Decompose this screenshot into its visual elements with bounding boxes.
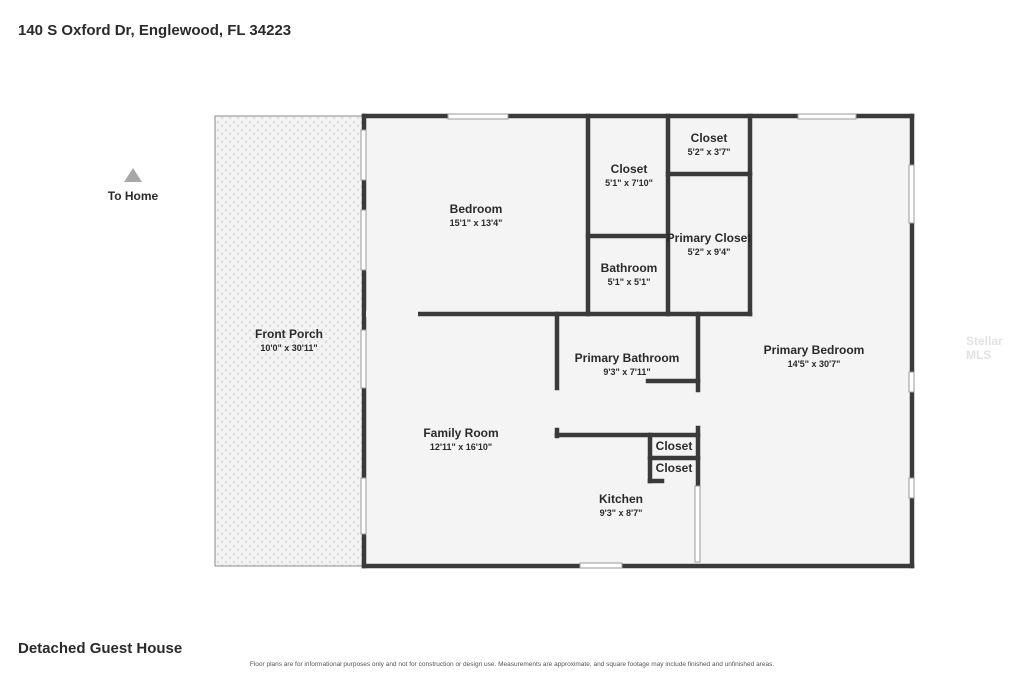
front-porch-area: [214, 115, 364, 567]
room-dims-primary-bedroom: 14'5" x 30'7": [788, 359, 841, 369]
room-dims-closet-top: 5'2" x 3'7": [688, 147, 731, 157]
triangle-up-icon: [124, 168, 142, 182]
room-dims-kitchen: 9'3" x 8'7": [600, 508, 643, 518]
room-name-closet-center: Closet: [611, 162, 648, 176]
room-name-closet-small-1: Closet: [656, 439, 693, 453]
room-name-bathroom: Bathroom: [601, 261, 658, 275]
room-dims-family-room: 12'11" x 16'10": [430, 442, 492, 452]
windows: [360, 113, 915, 569]
room-name-kitchen: Kitchen: [599, 492, 643, 506]
room-name-primary-closet: Primary Closet: [667, 231, 752, 245]
disclaimer-text: Floor plans are for informational purpos…: [249, 661, 775, 668]
room-dims-closet-center: 5'1" x 7'10": [605, 178, 653, 188]
room-name-family-room: Family Room: [423, 426, 498, 440]
room-dims-primary-bathroom: 9'3" x 7'11": [603, 367, 650, 377]
room-dims-front-porch: 10'0" x 30'11": [260, 343, 317, 353]
room-dims-primary-closet: 5'2" x 9'4": [688, 247, 731, 257]
room-dims-bathroom: 5'1" x 5'1": [608, 277, 651, 287]
room-name-bedroom: Bedroom: [450, 202, 503, 216]
room-name-primary-bathroom: Primary Bathroom: [575, 351, 680, 365]
watermark-logo: Stellar MLS: [966, 334, 1003, 362]
room-name-front-porch: Front Porch: [255, 327, 323, 341]
room-dims-bedroom: 15'1" x 13'4": [450, 218, 503, 228]
plan-title: Detached Guest House: [18, 640, 183, 657]
room-name-closet-top: Closet: [691, 131, 728, 145]
room-name-primary-bedroom: Primary Bedroom: [764, 343, 865, 357]
house-floor: [364, 116, 912, 566]
property-address: 140 S Oxford Dr, Englewood, FL 34223: [18, 22, 292, 39]
room-name-closet-small-2: Closet: [656, 461, 693, 475]
to-home-label: To Home: [108, 189, 159, 203]
